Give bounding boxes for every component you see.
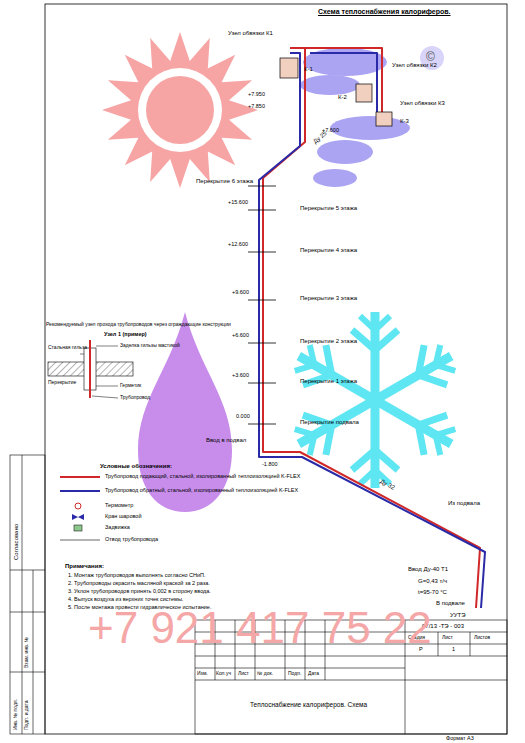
table-cell: № док. [257,671,273,676]
legend-label: Термометр [105,503,133,509]
notes-title: Примечания: [65,563,104,569]
sheet-frame [45,4,507,734]
detail-title: Рекомендуемый узел прохода трубопроводов… [46,322,231,327]
floor-label: Перекрытие 3 этажа [300,295,357,301]
floor-label: Перекрытие 5 этажа [300,205,357,211]
penetration-detail [48,340,133,398]
elevation: +15.600 [228,200,248,206]
elevation: +7.850 [248,104,265,110]
table-cell: Дата [308,671,319,676]
table-cell: Изм. [197,671,208,676]
pipe-size: Ду 25 [312,130,328,145]
table-cell: 1 [452,647,455,653]
elevation: +6.600 [232,333,249,339]
legend-label: Трубопровод обратный, стальной, изолиров… [105,488,298,494]
floor-label: Перекрытие подвала [300,419,359,425]
leader-label: Стальная гильза [48,345,87,350]
sun-core [146,76,214,144]
pipe-label: t=95-70 °C [418,589,447,595]
note-label: Из подвала [448,500,480,506]
detail-title: Узел 1 (пример) [104,332,147,338]
note-line: 2. Трубопроводы окрасить масляной краско… [68,581,210,587]
note-line: 3. Уклон трубопроводов принять 0,002 в с… [68,589,211,595]
legend-label: Отвод трубопровода [105,537,158,543]
callout: Узел обвязки К3 [400,100,445,106]
elevation: +12.600 [228,242,248,248]
leader-label: Перекрытие [48,380,76,385]
unit-tag: К-1 [304,66,313,72]
leader-label: Трубопровод [120,395,150,400]
legend-label: Кран шаровой [105,514,141,520]
table-cell: Подп. [288,671,301,676]
elevation: +7.950 [248,92,265,98]
heater-k3 [376,112,392,126]
table-cell: Лист [238,671,249,676]
supply-pipe [263,48,480,608]
legend-label: Трубопровод подающий, стальной, изолиров… [105,474,300,480]
floor-label: Перекрытие 1 этажа [300,378,357,384]
heater-k2 [356,84,372,102]
unit-tag: К-3 [400,118,409,124]
sun-watermark [102,32,258,188]
floor-label: Перекрытие 6 этажа [196,178,253,184]
floor-marks [248,186,276,424]
floor-label: Перекрытие 2 этажа [300,338,357,344]
callout: Узел обвязки К1 [228,30,273,36]
table-cell: Листов [474,635,490,640]
leader-label: Заделка гильзы мастикой [120,343,180,348]
stamp-label: Согласовано [13,524,19,560]
sun-ring [138,68,222,152]
copyright-mark: © [426,51,435,63]
format-label: Формат А3 [446,736,474,742]
note-line: 1. Монтаж трубопроводов выполнять соглас… [68,573,206,579]
snowflake-watermark [287,312,462,488]
stamp-label: Взам. инв. № [24,637,29,668]
heating-pipes [259,48,485,608]
table-cell: Кол.уч [216,671,231,676]
sheet-title: Теплоснабжение калориферов. Схема [250,702,367,709]
cloud-watermark [300,46,444,187]
note-label: Ввод в подвал [206,437,246,443]
floor-label: Перекрытие 4 этажа [300,247,357,253]
elevation: -1.800 [262,462,278,468]
note-line: 4. Выпуск воздуха из верхних точек систе… [68,597,183,603]
heater-k1 [280,58,298,78]
legend-samples [60,477,100,540]
pipe-label: G=0,43 т/ч [418,578,447,584]
elevation: +3.600 [232,373,249,379]
note-label: УУТЭ [450,612,466,618]
elevation: 0.000 [236,414,250,420]
return-pipe [259,53,485,608]
drawing-title: Схема теплоснабжения калориферов. [318,8,451,15]
side-stamp [10,455,45,734]
unit-tag: К-2 [338,94,347,100]
legend-title: Условные обозначения: [100,463,172,469]
heater-units [280,58,392,126]
legend-label: Задвижка [105,525,130,531]
stamp-label: Инв. № подл. [13,699,18,730]
stamp-label: Подп. и дата [24,701,29,730]
note-label: В подвале [436,600,465,606]
elevation: +9.600 [232,290,249,296]
table-cell: Лист [442,635,453,640]
leader-label: Герметик [120,383,141,388]
phone-watermark: +7 921 417 75 22 [88,606,432,650]
pipe-label: Ввод Ду-40 Т1 [408,566,448,572]
drop-watermark [138,312,232,512]
